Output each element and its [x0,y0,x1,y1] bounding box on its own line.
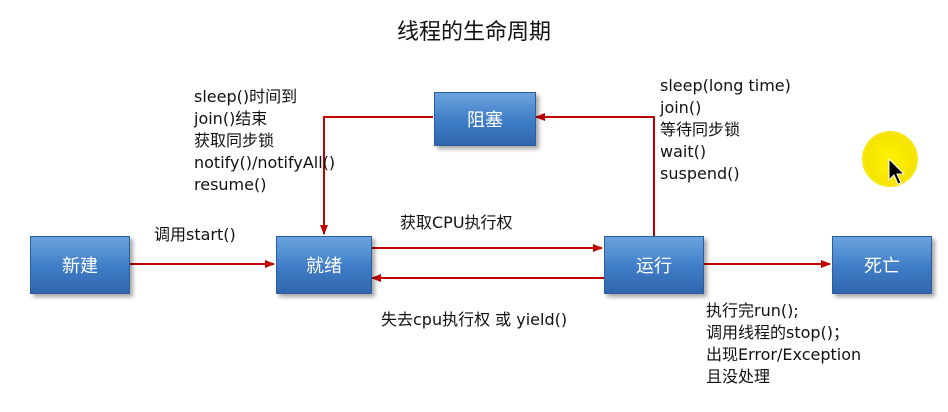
label-get-cpu: 获取CPU执行权 [400,213,513,232]
label-lose-cpu: 失去cpu执行权 或 yield() [381,310,568,329]
state-dead: 死亡 [832,236,932,294]
label-terminate-conditions: 执行完run(); 调用线程的stop()； 出现Error/Exception… [706,300,861,388]
terminate-line: 且没处理 [706,367,771,386]
label-start: 调用start() [154,225,236,244]
unblock-line: resume() [194,175,267,194]
state-new: 新建 [30,236,130,294]
state-runnable: 就绪 [276,236,372,294]
unblock-line: 获取同步锁 [194,131,275,150]
block-line: join() [660,98,702,117]
terminate-line: 出现Error/Exception [706,345,862,364]
unblock-line: notify()/notifyAll() [194,153,336,172]
arrow-blocked-to-runnable [320,116,433,235]
state-running: 运行 [604,236,704,294]
block-line: sleep(long time) [660,76,791,95]
terminate-line: 执行完run(); [706,301,799,320]
mouse-pointer-icon [888,158,906,185]
terminate-line: 调用线程的stop()； [706,323,850,342]
label-unblock-conditions: sleep()时间到 join()结束 获取同步锁 notify()/notif… [194,86,335,196]
unblock-line: sleep()时间到 [194,87,298,106]
state-blocked: 阻塞 [434,92,536,146]
state-running-label: 运行 [636,256,672,277]
diagram-title: 线程的生命周期 [396,20,551,45]
arrow-running-to-blocked [535,113,655,236]
unblock-line: join()结束 [194,109,268,128]
label-block-conditions: sleep(long time) join() 等待同步锁 wait() sus… [660,75,791,185]
block-line: suspend() [660,164,740,183]
block-line: 等待同步锁 [660,120,741,139]
state-dead-label: 死亡 [864,256,900,277]
state-runnable-label: 就绪 [306,256,342,277]
state-new-label: 新建 [62,256,98,277]
block-line: wait() [660,142,707,161]
state-blocked-label: 阻塞 [467,110,503,131]
